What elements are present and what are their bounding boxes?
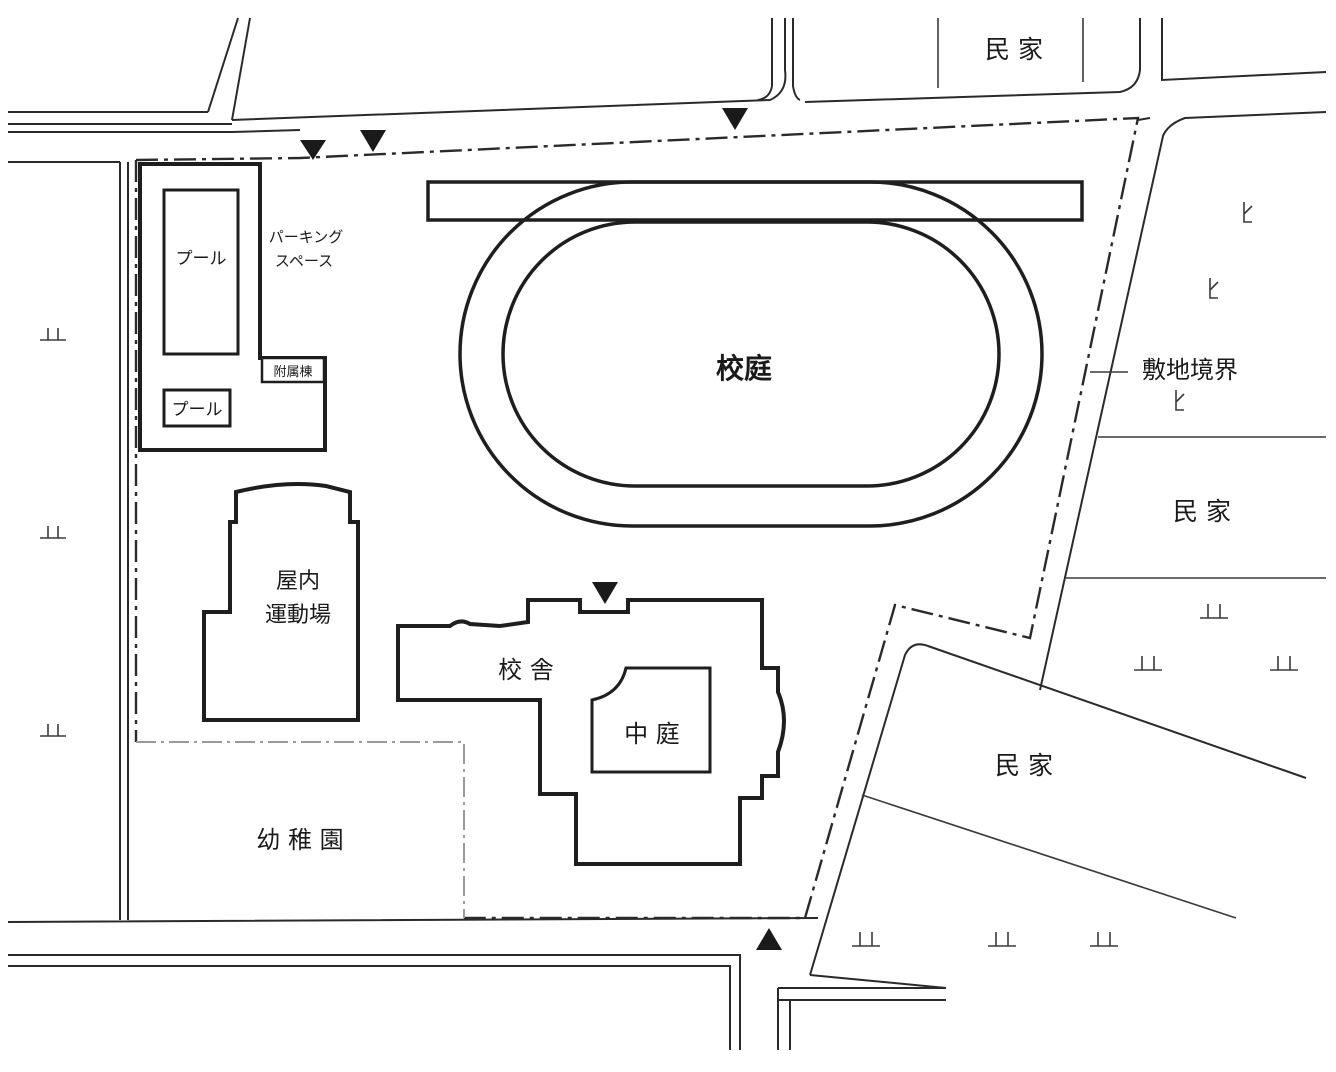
rice-field-icon xyxy=(1200,604,1228,619)
track-inner xyxy=(501,220,1001,488)
roads xyxy=(7,17,1327,1050)
schoolyard-label: 校庭 xyxy=(716,352,772,385)
house-label-top: 民 家 xyxy=(985,35,1043,64)
entrance-marker xyxy=(722,108,748,130)
pool-complex xyxy=(138,162,327,452)
entrance-marker xyxy=(300,140,326,160)
field-icon xyxy=(1243,202,1253,223)
entrances xyxy=(300,108,782,950)
rice-field-icon xyxy=(988,932,1016,947)
kindergarten-label: 幼 稚 園 xyxy=(256,826,343,854)
schoolyard-track xyxy=(426,180,1084,528)
annex-label: 附属棟 xyxy=(273,365,312,380)
courtyard-label: 中 庭 xyxy=(624,720,680,748)
entrance-marker xyxy=(756,928,782,950)
pool-small-label: プール xyxy=(172,400,223,420)
track-outer xyxy=(458,180,1044,528)
parking-label-line1: パーキング xyxy=(269,228,344,246)
pool-large xyxy=(162,188,240,356)
straight-track xyxy=(426,180,1084,222)
parcel-lines xyxy=(937,18,1326,579)
rice-field-icon xyxy=(852,932,880,947)
boundary-label: 敷地境界 xyxy=(1142,356,1238,384)
indoor-gym xyxy=(202,482,360,722)
pool-large-label: プール xyxy=(176,249,227,269)
parking-label-line2: スペース xyxy=(275,252,333,270)
entrance-marker xyxy=(360,130,386,152)
rice-field-icon xyxy=(40,526,66,539)
gym-label-line2: 運動場 xyxy=(265,603,331,628)
courtyard xyxy=(590,666,712,774)
annex-building xyxy=(260,356,326,384)
rice-field-symbols xyxy=(40,328,1298,947)
site-boundary xyxy=(134,116,1140,920)
rice-field-icon xyxy=(1134,656,1162,671)
labels: 民 家 プール プール パーキング スペース 附属棟 校庭 敷地境界 民 家 屋… xyxy=(172,35,1239,854)
house-label-lower: 民 家 xyxy=(995,751,1053,780)
pool-small xyxy=(162,388,232,428)
gym-label-line1: 屋内 xyxy=(276,569,320,594)
house-label-right: 民 家 xyxy=(1173,497,1231,526)
field-symbols xyxy=(1175,202,1253,411)
rice-field-icon xyxy=(1090,932,1118,947)
rice-field-icon xyxy=(1270,656,1298,671)
field-icon xyxy=(1175,390,1185,411)
field-icon xyxy=(1209,278,1219,299)
entrance-marker xyxy=(592,582,618,604)
rice-field-icon xyxy=(40,724,66,737)
rice-field-icon xyxy=(40,328,66,341)
school-building-label: 校 舎 xyxy=(498,656,554,684)
